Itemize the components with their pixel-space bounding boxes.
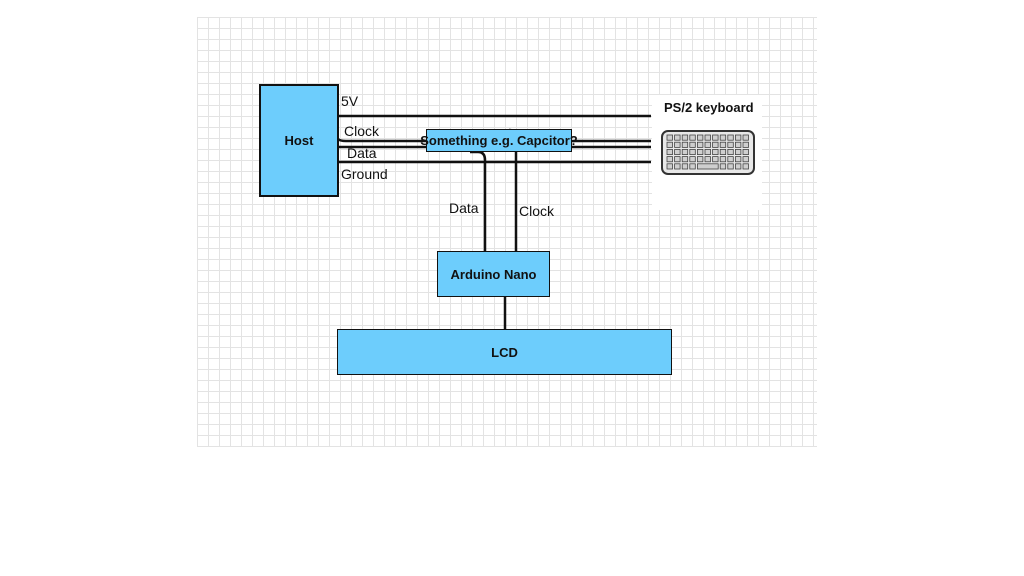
keyboard-key: [697, 141, 704, 148]
keyboard-key: [727, 156, 734, 163]
keyboard-key: [681, 134, 689, 141]
keyboard-key: [727, 141, 734, 148]
label-data: Data: [347, 145, 377, 161]
label-clock: Clock: [344, 123, 380, 139]
keyboard-key: [735, 156, 742, 163]
keyboard-key: [689, 141, 696, 148]
keyboard-key: [697, 156, 704, 163]
keyboard-key: [666, 156, 673, 163]
keyboard-key: [712, 141, 719, 148]
keyboard-key: [719, 156, 727, 163]
keyboard-key: [727, 134, 734, 141]
keyboard-label: PS/2 keyboard: [664, 100, 754, 115]
wire-arduino-data: [470, 150, 487, 252]
keyboard-key: [712, 156, 719, 163]
label-arduino-clock: Clock: [519, 203, 555, 219]
keyboard-key: [712, 148, 719, 155]
keyboard-key: [719, 134, 727, 141]
keyboard-key: [704, 156, 711, 163]
lcd-label: LCD: [491, 344, 518, 360]
keyboard-key: [674, 163, 681, 170]
keyboard-spacebar: [697, 163, 719, 170]
keyboard-key: [666, 141, 673, 148]
keyboard-key: [735, 141, 742, 148]
keyboard-key: [681, 148, 689, 155]
keyboard-key: [719, 148, 727, 155]
keyboard-key: [689, 134, 696, 141]
keyboard-key: [742, 141, 749, 148]
keyboard-key: [727, 148, 734, 155]
keyboard-key: [681, 156, 689, 163]
keyboard-key: [727, 163, 734, 170]
keyboard-key: [674, 156, 681, 163]
label-ground: Ground: [341, 166, 388, 182]
keyboard-key: [674, 148, 681, 155]
keyboard-icon: (function(){ var svg = document.currentS…: [661, 130, 755, 175]
keyboard-key: [674, 134, 681, 141]
keyboard-key: [742, 156, 749, 163]
keyboard-key: [681, 141, 689, 148]
capacitor-label: Something e.g. Capcitor?: [420, 133, 578, 148]
keyboard-key: [689, 163, 696, 170]
keyboard-key: [742, 163, 749, 170]
keyboard-key: [719, 163, 727, 170]
keyboard-key: [735, 148, 742, 155]
keyboard-key: [704, 148, 711, 155]
keyboard-key: [674, 141, 681, 148]
keyboard-key: [697, 148, 704, 155]
keyboard-key: [742, 134, 749, 141]
keyboard-key: [689, 156, 696, 163]
keyboard-key: [666, 163, 673, 170]
arduino-label: Arduino Nano: [450, 266, 537, 282]
keyboard-key: [697, 134, 704, 141]
keyboard-key: [742, 148, 749, 155]
keyboard-key: [735, 134, 742, 141]
label-arduino-data: Data: [449, 200, 479, 216]
capacitor-node[interactable]: Something e.g. Capcitor?: [420, 129, 578, 152]
arduino-node[interactable]: Arduino Nano: [437, 251, 550, 297]
keyboard-key: [735, 163, 742, 170]
label-5v: 5V: [341, 93, 359, 109]
keyboard-key: [689, 148, 696, 155]
keyboard-key: [719, 141, 727, 148]
keyboard-key: [666, 148, 673, 155]
host-node[interactable]: Host: [259, 84, 339, 197]
keyboard-key: [704, 134, 711, 141]
keyboard-key: [666, 134, 673, 141]
keyboard-key: [712, 134, 719, 141]
host-label: Host: [284, 133, 314, 148]
keyboard-key: [681, 163, 689, 170]
keyboard-key: [704, 141, 711, 148]
lcd-node[interactable]: LCD: [337, 329, 672, 375]
